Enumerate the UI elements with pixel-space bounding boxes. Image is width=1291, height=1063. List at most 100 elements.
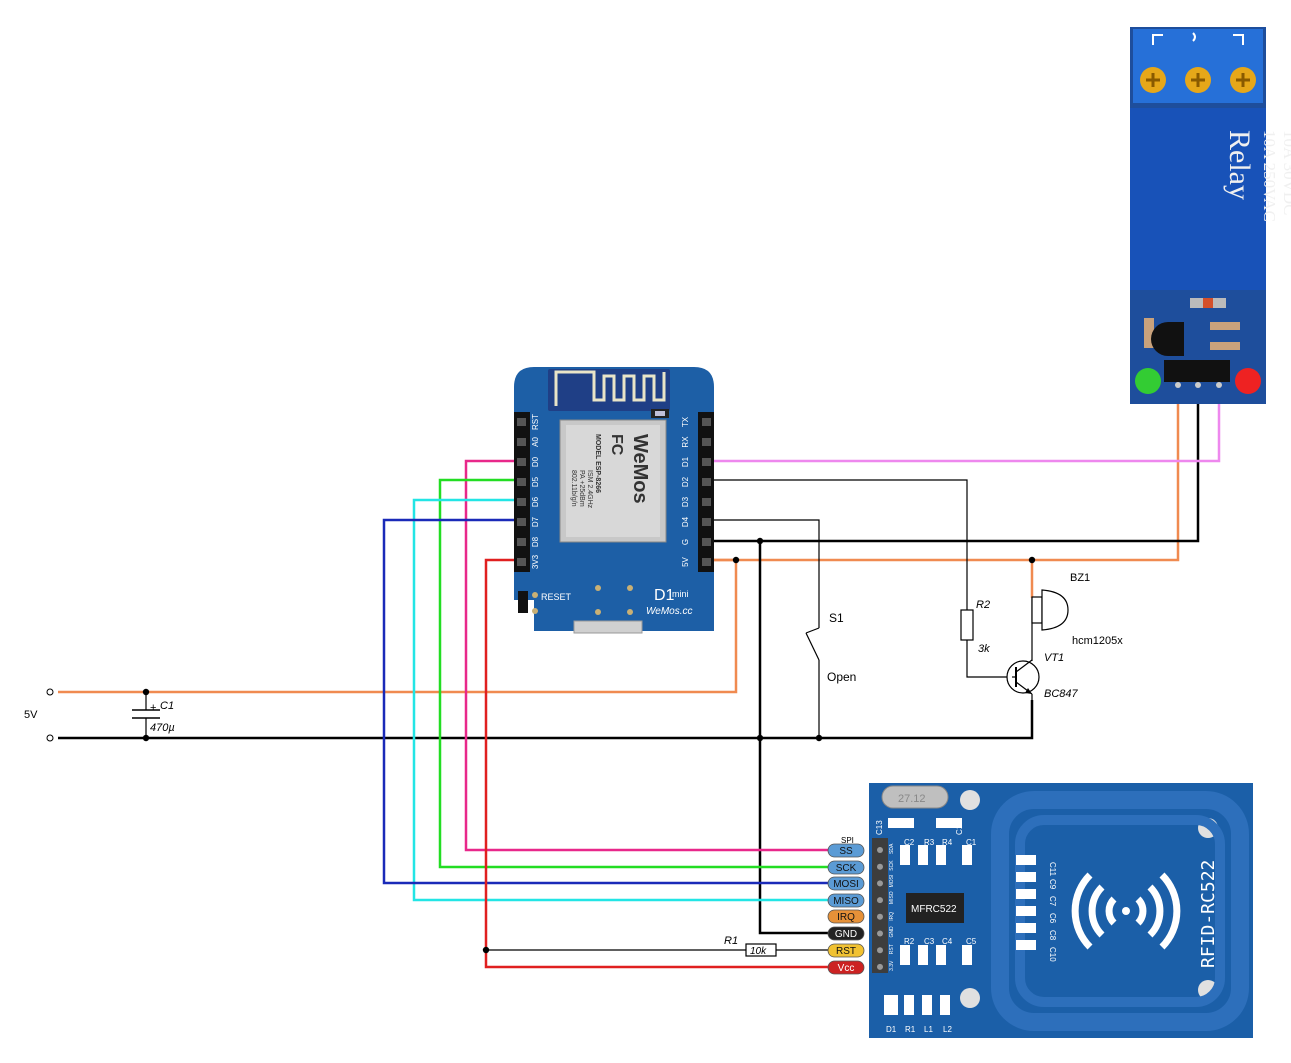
wire-gnd-rfid (758, 541, 832, 935)
rfid-pin-tag: MISO (827, 893, 865, 908)
rfid-pin-tag: Vcc (827, 960, 865, 975)
r1-name: R1 (724, 935, 738, 947)
wemos-left-pin-label: 3V3 (531, 554, 540, 569)
rfid-header-pin (877, 913, 883, 920)
wires (58, 376, 1221, 969)
wemos-pin-hole (702, 418, 711, 426)
wemos-logo: WeMos (629, 434, 651, 504)
rfid-pin-label: RST (836, 946, 856, 957)
wemos-brand: D1 (654, 587, 675, 604)
wemos-brand-mini: mini (672, 589, 689, 599)
rfid-pin-label: SS (839, 846, 853, 857)
rfid-pin-tag: SS (827, 843, 865, 858)
rfid-silk-label: C12 (955, 820, 964, 835)
wire-r2-base (966, 640, 1012, 678)
rfid-crystal (881, 785, 949, 809)
rfid-silk-label: C5 (966, 937, 977, 946)
rfid-pin-tag: MOSI (827, 876, 865, 891)
wire-miso (412, 498, 832, 902)
wemos-left-pin-label: D5 (531, 476, 540, 487)
esp-shield-text: FC MODEL ESP-8266 ISM 2.4GHz PA +25dBm 8… (570, 434, 651, 509)
reset-button-icon (518, 591, 528, 613)
rfid-silk-label: R3 (924, 838, 935, 847)
rfid-header-label: MOSI (889, 875, 895, 888)
wemos-left-pin-label: D7 (531, 516, 540, 527)
r2-name: R2 (976, 599, 990, 611)
rfid-silk-label: R4 (942, 838, 953, 847)
relay-title: Relay (1223, 130, 1256, 200)
wemos-left-pin-label: A0 (531, 437, 540, 447)
wemos-pin-hole (702, 458, 711, 466)
relay-led-red (1235, 368, 1261, 394)
rfid-silk-label: R2 (904, 937, 915, 946)
wemos-reset-label: RESET (541, 592, 572, 602)
resistor-r2: R2 3k (960, 599, 990, 655)
wemos-pin-hole (517, 558, 526, 566)
relay-line1: 10A 250VAC (1260, 130, 1279, 222)
relay-input-header (1164, 360, 1230, 382)
wemos-pin-hole (702, 558, 711, 566)
vt1-name: VT1 (1044, 652, 1064, 664)
rfid-pin-tag: SCK (827, 860, 865, 875)
wemos-right-pin-label: TX (681, 416, 690, 427)
wemos-right-header (698, 412, 714, 572)
rfid-header-pin (877, 847, 883, 853)
usb-port-icon (573, 620, 643, 634)
rfid-header-label: MISO (889, 891, 895, 904)
wemos-right-pin-label: D3 (681, 496, 690, 507)
switch-s1: S1 Open (805, 611, 856, 684)
relay-led-green (1135, 368, 1161, 394)
wemos-antenna (554, 370, 666, 406)
supply-label: 5V (24, 709, 38, 721)
wemos-right-pin-label: RX (681, 436, 690, 448)
wemos-left-header (514, 412, 530, 572)
wire-gnd-wemos-relay (706, 376, 1200, 543)
capacitor-c1: + C1 470µ (132, 692, 175, 738)
rfid-silk-label: C9 (1048, 879, 1057, 890)
rfid-pin-tag: GND (827, 926, 865, 941)
rfid-header-pin (877, 863, 883, 870)
s1-state: Open (827, 670, 856, 684)
wire-sck (438, 478, 832, 869)
wemos-pin-hole (702, 498, 711, 506)
wemos-left-pin-label: RST (531, 414, 540, 430)
wemos-pin-hole (702, 438, 711, 446)
wemos-model-line-3: 802.11b/g/n (570, 470, 577, 507)
buzzer-bz1: BZ1 hcm1205x (1031, 572, 1123, 647)
wemos-right-pin-label: G (681, 539, 690, 545)
rfid-title: RFID-RC522 (1198, 860, 1219, 968)
wemos-left-pin-label: D8 (531, 536, 540, 547)
rfid-antenna-coil (991, 791, 1249, 1031)
rfid-header-pin (877, 963, 883, 970)
rfid-spi-label: SPI (841, 836, 854, 845)
r2-value: 3k (978, 643, 990, 655)
resistor-r1: 10k R1 (724, 935, 777, 957)
wire-gnd-supply (58, 700, 1034, 740)
supply-terminals (46, 688, 54, 742)
wemos-pin-hole (702, 538, 711, 546)
wemos-pin-hole (517, 458, 526, 466)
rfid-silk-label: C4 (942, 937, 953, 946)
rfid-silk-label: L1 (924, 1025, 933, 1034)
wire-d4-switch (706, 519, 820, 628)
rfid-header-label: SDA (889, 843, 895, 854)
rfid-header-pin (877, 947, 883, 954)
rfid-header-label: GND (889, 926, 895, 938)
rfid-silk-label: C11 (1048, 862, 1057, 877)
rfid-silk-label: C8 (1048, 930, 1057, 941)
rfid-pin-tag: RST (827, 943, 865, 958)
rfid-silk-label: C10 (1048, 947, 1057, 962)
rfid-silk-label: C2 (904, 838, 915, 847)
wemos-fc: FC (608, 434, 625, 456)
wire-mosi (382, 518, 832, 885)
wemos-right-pin-label: 5V (681, 556, 690, 566)
c1-name: C1 (160, 700, 174, 712)
rfid-header-label: 3.3V (889, 960, 895, 971)
rfid-silk-label: C7 (1048, 896, 1057, 907)
rfid-header-label: RST (889, 944, 895, 954)
vt1-part: BC847 (1044, 688, 1079, 700)
bz1-name: BZ1 (1070, 572, 1090, 584)
wemos-right-pin-label: D2 (681, 476, 690, 487)
rfid-pin-label: GND (835, 929, 857, 940)
